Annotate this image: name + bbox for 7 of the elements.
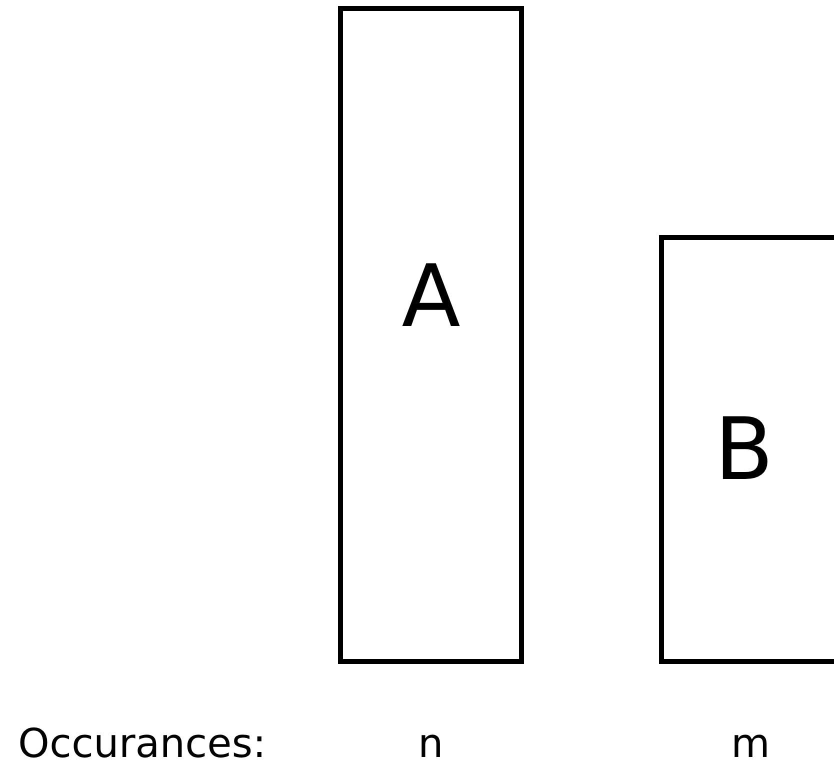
box-letter: A [402, 254, 460, 340]
count-label: m [731, 724, 770, 763]
rectangle-box [338, 6, 524, 664]
rectangle-box [659, 235, 834, 664]
box-letter: B [714, 406, 774, 492]
count-label: n [418, 724, 444, 763]
row-label: Occurances: [18, 724, 266, 763]
